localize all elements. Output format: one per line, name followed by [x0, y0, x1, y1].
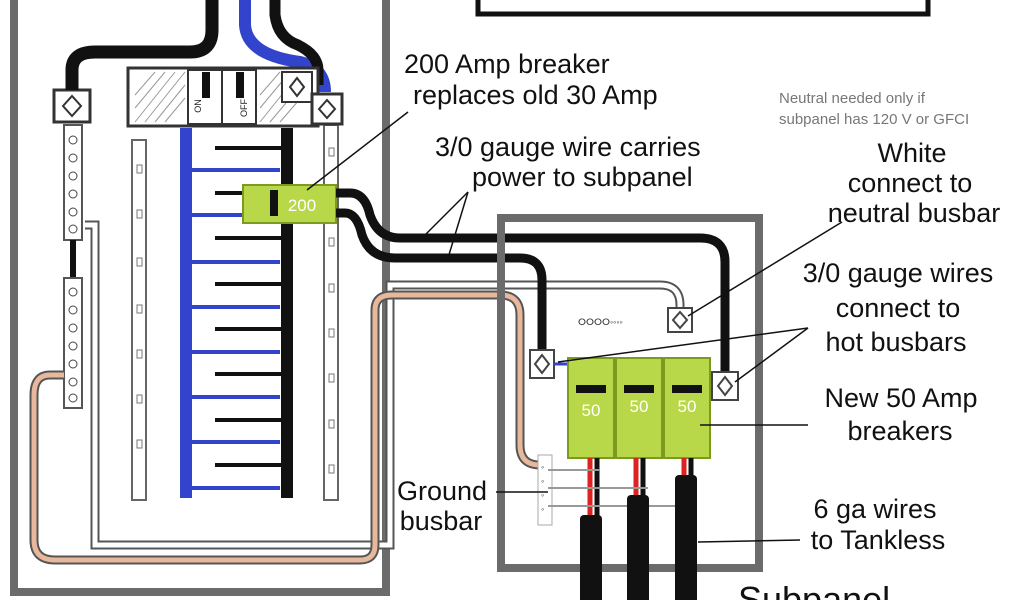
- left-screw-strip: [131, 139, 147, 501]
- tankless-cables: [548, 458, 697, 600]
- neutral-bus-stripe: [180, 128, 192, 498]
- sub-breaker-1-value: 50: [582, 401, 601, 420]
- label-subpanel-title: Subpanel: [738, 579, 890, 600]
- label-hot-line1: 3/0 gauge wires: [803, 258, 994, 288]
- label-neutral-note-line1: Neutral needed only if: [779, 90, 926, 107]
- main-breaker-on-label: ON: [193, 99, 203, 113]
- hot-wire-2: [336, 208, 547, 350]
- sub-breaker-3-value: 50: [678, 397, 697, 416]
- label-hot-line2: connect to: [836, 293, 961, 323]
- label-new-breakers-line2: breakers: [847, 416, 952, 446]
- label-200-breaker-line2: replaces old 30 Amp: [413, 80, 658, 110]
- breaker-200-amp: 200: [242, 184, 337, 224]
- label-white-line2: connect to: [848, 168, 973, 198]
- label-gauge-wire-line1: 3/0 gauge wire carries: [435, 132, 701, 162]
- sub-breaker-1: 50: [567, 357, 615, 459]
- hot-bus-bar: [281, 128, 293, 498]
- terminal-strip-link: [70, 240, 76, 278]
- main-panel: ON OFF 200: [10, 0, 931, 596]
- svg-text:ⵔⵔⵔⵔ◦◦◦◦: ⵔⵔⵔⵔ◦◦◦◦: [578, 317, 623, 327]
- label-new-breakers-line1: New 50 Amp: [824, 383, 977, 413]
- sub-breaker-3: 50: [663, 357, 711, 459]
- subpanel: ⵔⵔⵔⵔ◦◦◦◦ 50 50 50: [497, 214, 763, 600]
- label-tankless-line1: 6 ga wires: [813, 494, 936, 524]
- hot-wire-1: [336, 188, 730, 375]
- sub-breaker-2-value: 50: [630, 397, 649, 416]
- svg-text:◦: ◦: [541, 504, 544, 514]
- label-neutral-note-line2: subpanel has 120 V or GFCI: [779, 111, 969, 128]
- left-main-lug: [52, 88, 92, 124]
- label-hot-line3: hot busbars: [825, 327, 966, 357]
- sub-breaker-2: 50: [615, 357, 663, 459]
- neutral-white-wire: [85, 220, 685, 550]
- svg-text:◦: ◦: [541, 476, 544, 486]
- right-main-lug: [310, 92, 344, 126]
- breaker-200-value: 200: [288, 196, 316, 215]
- leader-lines: [306, 111, 843, 543]
- main-breaker: ON OFF: [126, 66, 320, 128]
- label-tankless-line2: to Tankless: [811, 525, 946, 555]
- left-terminal-strip-lower: [63, 277, 83, 409]
- label-ground-line1: Ground: [397, 476, 487, 506]
- label-white-line1: White: [877, 138, 946, 168]
- label-200-breaker-line1: 200 Amp breaker: [404, 49, 610, 79]
- service-wire-left: [65, 0, 219, 90]
- right-screw-strip: [323, 124, 339, 501]
- subpanel-hot-lug-left: [529, 349, 555, 379]
- label-ground-line2: busbar: [400, 506, 483, 536]
- label-white-line3: neutral busbar: [828, 198, 1001, 228]
- label-gauge-wire-line2: power to subpanel: [472, 162, 693, 192]
- subpanel-ground-busbar: ◦ ◦ ◦ ◦: [537, 454, 553, 526]
- ground-wire: [29, 290, 541, 565]
- svg-text:◦: ◦: [541, 462, 544, 472]
- svg-text:◦: ◦: [541, 490, 544, 500]
- subpanel-hot-lug-right: [711, 371, 739, 401]
- labels: 200 Amp breaker replaces old 30 Amp 3/0 …: [397, 49, 1000, 600]
- left-terminal-strip-upper: [63, 124, 83, 241]
- subpanel-neutral-busbar: ⵔⵔⵔⵔ◦◦◦◦: [578, 307, 693, 333]
- service-wire-right: [269, 0, 324, 85]
- main-breaker-off-label: OFF: [239, 99, 249, 117]
